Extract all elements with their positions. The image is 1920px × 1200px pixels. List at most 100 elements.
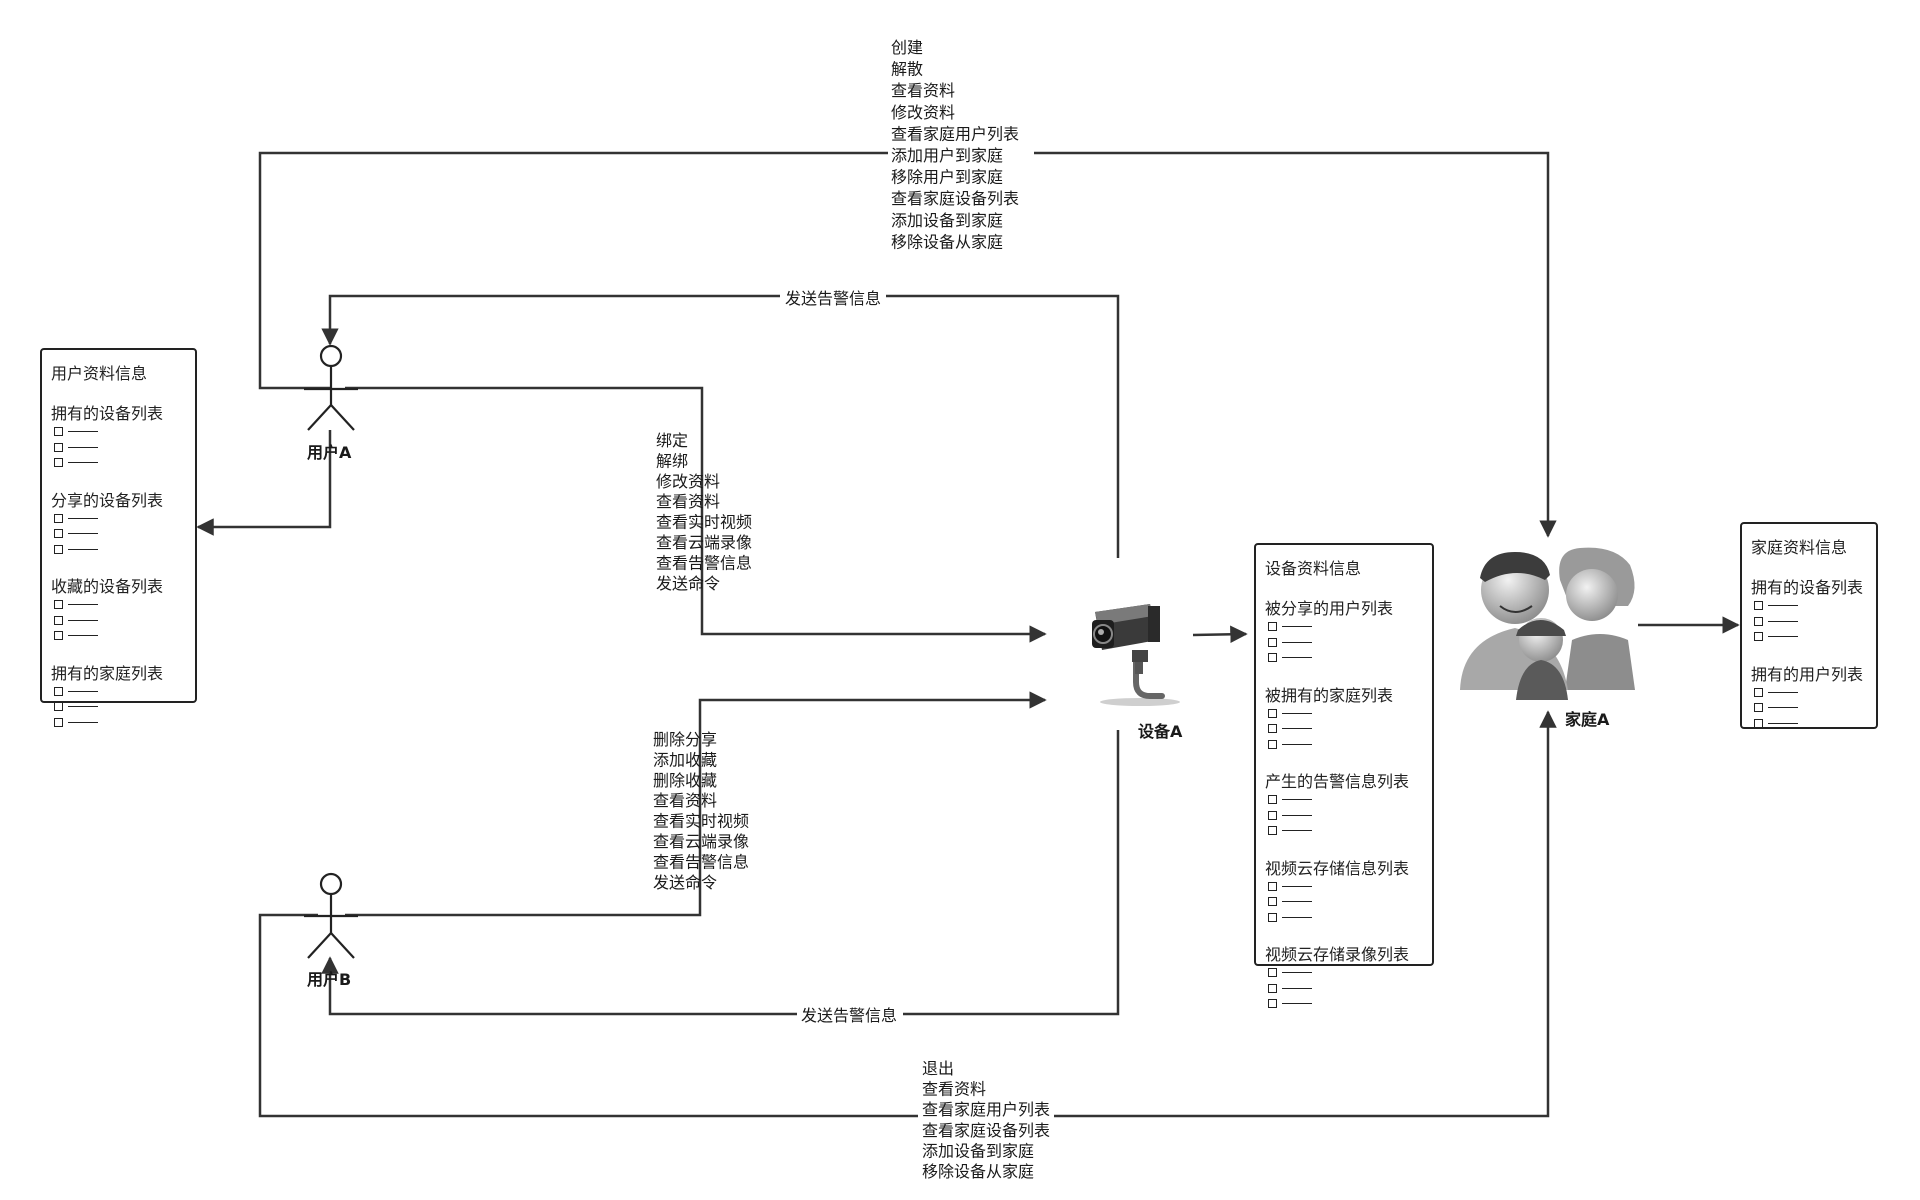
list-item [1754, 700, 1876, 716]
placeholder-line [68, 721, 98, 723]
actor-label-user-b: 用户B [307, 970, 351, 989]
placeholder-line [68, 446, 98, 448]
list-item [1268, 737, 1432, 753]
card-user-info[interactable]: 用户资料信息 拥有的设备列表分享的设备列表收藏的设备列表拥有的家庭列表 [40, 348, 197, 727]
placeholder-line [68, 635, 98, 637]
edge-label-line: 修改资料 [891, 103, 955, 122]
card-section-title: 拥有的家庭列表 [51, 663, 164, 683]
node-label-family-a: 家庭A [1565, 710, 1610, 729]
list-item [54, 715, 195, 731]
edge-label-alarm-to-user-b: 发送告警信息 [801, 1006, 897, 1025]
edge-alarm-to-user-a [321, 294, 1120, 558]
placeholder-line [1768, 691, 1798, 693]
card-section: 拥有的家庭列表 [51, 660, 195, 731]
edge-alarm-to-user-b [321, 730, 1120, 1016]
actor-user-a[interactable]: 用户A [304, 344, 358, 462]
checkbox-icon [1268, 826, 1277, 836]
placeholder-line [1282, 830, 1312, 832]
checkbox-icon [1268, 983, 1277, 993]
list-item [1268, 894, 1432, 910]
edge-label-line: 发送命令 [653, 873, 717, 892]
card-section-title: 视频云存储信息列表 [1265, 858, 1410, 878]
edge-label-line: 移除用户到家庭 [891, 168, 1003, 187]
edge-label-line: 退出 [922, 1059, 954, 1078]
checkbox-icon [54, 686, 63, 696]
list-item [54, 542, 195, 558]
edge-label-line: 移除设备从家庭 [922, 1162, 1034, 1181]
card-section-title: 被拥有的家庭列表 [1265, 685, 1394, 705]
security-camera-icon [1092, 604, 1180, 706]
card-section: 产生的告警信息列表 [1265, 768, 1432, 839]
edge-user-a-to-family [258, 151, 1557, 538]
list-item [1754, 629, 1876, 645]
placeholder-line [68, 462, 98, 464]
card-section: 被分享的用户列表 [1265, 595, 1432, 666]
edge-label-line: 查看云端录像 [656, 533, 752, 552]
edge-label-line: 查看实时视频 [653, 812, 749, 831]
placeholder-line [1282, 728, 1312, 730]
card-sections: 拥有的设备列表分享的设备列表收藏的设备列表拥有的家庭列表 [42, 400, 195, 730]
list-item [1268, 619, 1432, 635]
edge-label-user-a-to-family: 创建解散查看资料修改资料查看家庭用户列表添加用户到家庭移除用户到家庭查看家庭设备… [891, 38, 1019, 251]
list-item [54, 613, 195, 629]
checkbox-icon [1268, 881, 1277, 891]
edge-user-b-to-family [258, 710, 1557, 1118]
family-icon [1460, 547, 1635, 700]
card-section: 视频云存储信息列表 [1265, 855, 1432, 926]
checkbox-icon [1268, 810, 1277, 820]
card-section-title: 被分享的用户列表 [1265, 599, 1394, 618]
edge-label-line: 添加用户到家庭 [891, 146, 1003, 165]
checkbox-icon [1754, 687, 1763, 697]
edge-label-user-b-to-device: 删除分享添加收藏删除收藏查看资料查看实时视频查看云端录像查看告警信息发送命令 [653, 730, 749, 892]
placeholder-line [1282, 987, 1312, 989]
placeholder-line [1282, 657, 1312, 659]
placeholder-line [1282, 972, 1312, 974]
edge-label-line: 查看家庭设备列表 [922, 1121, 1050, 1140]
list-item [1268, 879, 1432, 895]
placeholder-line [1282, 743, 1312, 745]
edge-device-to-device-info [1192, 625, 1248, 644]
edge-label-line: 查看云端录像 [653, 832, 749, 851]
list-item [1268, 650, 1432, 666]
card-title: 设备资料信息 [1265, 559, 1362, 578]
placeholder-line [68, 431, 98, 433]
card-section: 收藏的设备列表 [51, 573, 195, 644]
card-family-info[interactable]: 家庭资料信息 拥有的设备列表拥有的用户列表 [1740, 522, 1878, 729]
edge-label-line: 创建 [891, 38, 923, 57]
placeholder-line [1282, 885, 1312, 887]
checkbox-icon [1268, 637, 1277, 647]
edge-label-line: 查看资料 [656, 492, 720, 511]
checkbox-icon [1268, 912, 1277, 922]
edge-label-line: 移除设备从家庭 [891, 232, 1003, 251]
placeholder-line [1282, 916, 1312, 918]
checkbox-icon [54, 631, 63, 641]
list-item [54, 455, 195, 471]
node-family-a[interactable]: 家庭A [1460, 547, 1635, 729]
edge-label-user-a-to-device: 绑定解绑修改资料查看资料查看实时视频查看云端录像查看告警信息发送命令 [656, 431, 752, 593]
actor-user-b[interactable]: 用户B [304, 872, 358, 989]
node-label-device-a: 设备A [1138, 722, 1183, 741]
card-title: 用户资料信息 [51, 364, 148, 383]
edge-label-line: 查看资料 [891, 81, 955, 100]
card-device-info[interactable]: 设备资料信息 被分享的用户列表被拥有的家庭列表产生的告警信息列表视频云存储信息列… [1254, 543, 1434, 1009]
placeholder-line [1282, 1003, 1312, 1005]
checkbox-icon [54, 615, 63, 625]
list-item [1268, 706, 1432, 722]
checkbox-icon [54, 529, 63, 539]
checkbox-icon [54, 544, 63, 554]
edge-label-line: 解散 [891, 60, 923, 79]
list-item [1268, 792, 1432, 808]
card-section: 拥有的设备列表 [1751, 574, 1876, 645]
card-section-title: 分享的设备列表 [51, 490, 164, 510]
list-item [1268, 996, 1432, 1012]
card-section-title: 拥有的设备列表 [51, 404, 164, 423]
edge-label-line: 查看资料 [653, 791, 717, 810]
card-section-title: 拥有的用户列表 [1751, 664, 1864, 684]
edge-label-line: 查看实时视频 [656, 513, 752, 532]
list-item [1754, 614, 1876, 630]
placeholder-line [1282, 626, 1312, 628]
placeholder-line [1768, 636, 1798, 638]
node-device-a[interactable]: 设备A [1092, 604, 1183, 741]
checkbox-icon [54, 458, 63, 468]
placeholder-line [1282, 901, 1312, 903]
